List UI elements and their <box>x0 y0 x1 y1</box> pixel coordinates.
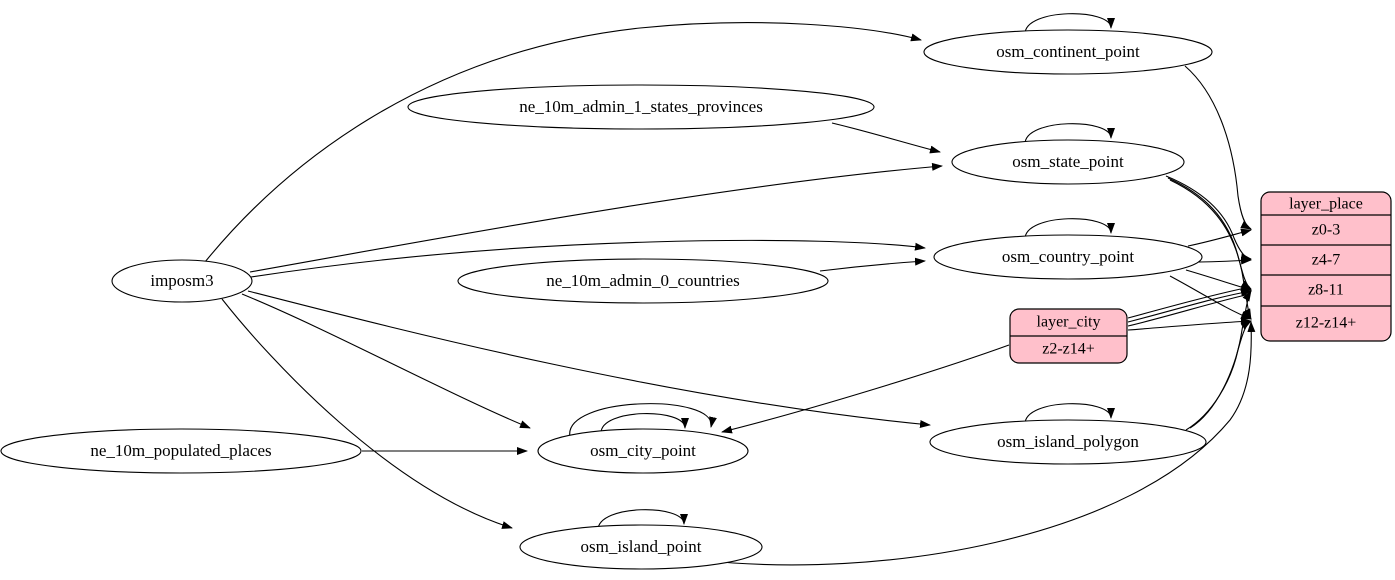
node-ne_10m_admin_0_countries[interactable]: ne_10m_admin_0_countries <box>457 258 829 304</box>
edge-self-osm_island_point <box>597 509 688 531</box>
edge-imposm3-to-osm_continent_point <box>204 22 922 263</box>
edge-layer_city-to-layer_place-strand-a <box>1127 293 1251 327</box>
record-node-layer: layer_city z2-z14+ layer_place z0-3 z4-7… <box>1009 191 1392 364</box>
node-label-ne_10m_admin_1_states_provinces: ne_10m_admin_1_states_provinces <box>519 97 763 116</box>
edge-layer_city-to-osm_city_point <box>721 344 1010 434</box>
node-osm_state_point[interactable]: osm_state_point <box>951 139 1185 185</box>
node-layer: imposm3 ne_10m_admin_1_states_provinces … <box>0 29 1213 570</box>
node-label-ne_10m_populated_places: ne_10m_populated_places <box>90 441 271 460</box>
node-label-imposm3: imposm3 <box>150 271 213 290</box>
edge-osm_country_point-to-layer_place-z4-7 <box>1193 256 1252 265</box>
node-ne_10m_admin_1_states_provinces[interactable]: ne_10m_admin_1_states_provinces <box>407 84 875 130</box>
edge-osm_state_point-to-layer_place-z4-7 <box>1165 175 1252 262</box>
node-label-ne_10m_admin_0_countries: ne_10m_admin_0_countries <box>546 271 740 290</box>
node-label-osm_continent_point: osm_continent_point <box>996 42 1140 61</box>
edge-layer_city-to-layer_place-strand-b <box>1127 286 1251 319</box>
edge-imposm3-to-osm_island_point <box>221 298 513 529</box>
node-ne_10m_populated_places[interactable]: ne_10m_populated_places <box>0 428 362 474</box>
record-row-layer_place-z4-7[interactable]: z4-7 <box>1312 252 1340 269</box>
node-label-osm_state_point: osm_state_point <box>1012 152 1124 171</box>
edge-layer_city-to-layer_place-z12-z14+ <box>1127 317 1252 331</box>
node-label-osm_island_polygon: osm_island_polygon <box>997 432 1139 451</box>
edge-self-osm_city_point-inner <box>600 413 689 434</box>
edge-osm_country_point-to-layer_place-z8-11 <box>1185 269 1252 291</box>
record-node-layer_city[interactable]: layer_city z2-z14+ <box>1009 308 1128 364</box>
edge-self-osm_state_point <box>1024 123 1115 145</box>
edge-self-osm_country_point <box>1024 218 1115 240</box>
node-label-osm_country_point: osm_country_point <box>1002 247 1134 266</box>
record-row-layer_place-z8-11[interactable]: z8-11 <box>1308 282 1344 299</box>
edge-layer <box>204 13 1256 566</box>
edge-osm_island_polygon-to-layer_place-z8-11 <box>1189 290 1252 429</box>
record-title-layer_place: layer_place <box>1289 196 1363 213</box>
edge-imposm3-to-osm_city_point <box>241 293 531 429</box>
edge-ne_states-to-osm_state_point <box>831 122 941 154</box>
record-row-layer_place-z0-3[interactable]: z0-3 <box>1312 222 1340 239</box>
record-row-layer_place-z12-z14+[interactable]: z12-z14+ <box>1296 315 1357 332</box>
edge-imposm3-to-osm_country_point <box>250 239 926 278</box>
node-osm_island_polygon[interactable]: osm_island_polygon <box>929 419 1207 465</box>
node-osm_continent_point[interactable]: osm_continent_point <box>923 29 1213 75</box>
record-row-layer_city-0[interactable]: z2-z14+ <box>1042 341 1095 358</box>
edge-imposm3-to-osm_island_polygon <box>247 290 931 429</box>
record-title-layer_city: layer_city <box>1037 314 1101 331</box>
edge-osm_island_polygon-to-layer_place-z12-z14+ <box>1185 320 1252 431</box>
edge-osm_island_point-to-layer_place-z12-z14+ <box>699 321 1256 566</box>
edge-osm_country_point-to-layer_place-z0-3 <box>1187 228 1252 247</box>
edge-layer_city-to-layer_place-z8-11 <box>1127 288 1252 323</box>
edge-self-osm_continent_point <box>1024 13 1115 35</box>
edge-osm_country_point-to-layer_place-z12-z14+ <box>1169 275 1252 320</box>
node-osm_country_point[interactable]: osm_country_point <box>933 234 1203 280</box>
edge-osm_continent_point-to-layer_place-z0-3 <box>1184 65 1252 230</box>
record-node-layer_place[interactable]: layer_place z0-3 z4-7 z8-11 z12-z14+ <box>1260 191 1392 342</box>
node-osm_island_point[interactable]: osm_island_point <box>519 524 763 570</box>
edge-ne_countries-to-osm_country_point <box>819 257 926 272</box>
node-label-osm_city_point: osm_city_point <box>590 441 696 460</box>
edge-self-osm_city_point-outer <box>569 403 717 438</box>
node-label-osm_island_point: osm_island_point <box>581 537 702 556</box>
node-imposm3[interactable]: imposm3 <box>111 259 253 303</box>
edge-self-osm_island_polygon <box>1024 403 1115 425</box>
edge-imposm3-to-osm_state_point <box>249 162 943 273</box>
node-osm_city_point[interactable]: osm_city_point <box>537 428 749 474</box>
